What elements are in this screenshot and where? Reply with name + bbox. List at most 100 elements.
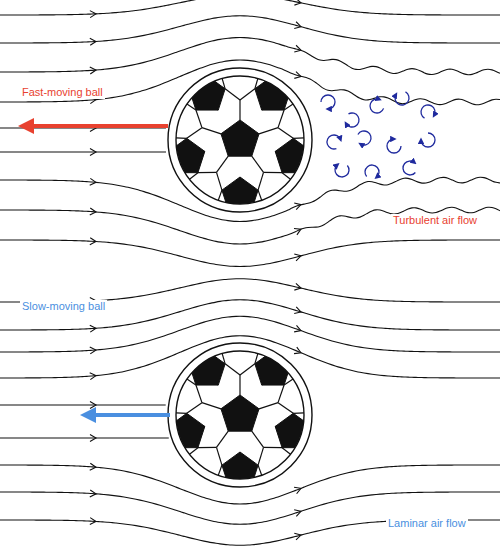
- panel-seam: [240, 364, 255, 375]
- eddy-arrow: [400, 158, 420, 178]
- streamline: [0, 151, 166, 152]
- panel-seam: [278, 128, 293, 139]
- black-panel: [275, 138, 311, 172]
- flow-direction-mark: [294, 226, 302, 235]
- eddy-arrow: [325, 133, 343, 151]
- flow-direction-mark: [90, 490, 96, 497]
- panel-seam: [216, 431, 228, 447]
- streamline: [0, 240, 500, 266]
- panel-seam: [170, 412, 187, 414]
- panel-seam: [278, 110, 284, 128]
- streamline: [0, 0, 500, 15]
- soccer-ball: [168, 68, 312, 212]
- flow-direction-mark: [90, 238, 96, 245]
- eddy-arrow: [368, 97, 386, 115]
- panel-seam: [198, 447, 217, 449]
- flow-direction-mark: [294, 485, 302, 494]
- flow-direction-mark: [294, 0, 301, 6]
- streamline: [0, 207, 500, 244]
- panel-seam: [258, 465, 264, 481]
- panel-seam: [282, 448, 295, 458]
- black-panel: [189, 351, 225, 385]
- turbulent-eddies: [321, 88, 438, 181]
- flow-direction-mark: [90, 10, 96, 17]
- panel-seam: [202, 128, 221, 134]
- panel-seam: [282, 173, 295, 183]
- streamline: [0, 437, 169, 438]
- panel-seam: [264, 172, 283, 174]
- ball-ring: [168, 343, 312, 487]
- black-panel: [222, 452, 258, 486]
- panel-seam: [225, 364, 240, 375]
- eddy-arrow: [362, 162, 382, 182]
- flow-direction-mark: [294, 252, 302, 260]
- panel-seam: [239, 100, 240, 120]
- flow-label: Laminar air flow: [386, 517, 468, 530]
- motion-arrow: [26, 124, 168, 128]
- black-panel: [221, 395, 259, 431]
- ball-panels: [169, 348, 312, 487]
- flow-direction-mark: [90, 372, 97, 380]
- panel-seam: [170, 137, 187, 139]
- panel-seam: [216, 172, 221, 190]
- panel-seam: [198, 172, 217, 174]
- flow-direction-mark: [90, 518, 96, 525]
- motion-label: Fast-moving ball: [20, 86, 105, 99]
- panel-seam: [259, 128, 278, 134]
- black-panel: [255, 76, 291, 110]
- motion-label: Slow-moving ball: [20, 300, 107, 313]
- panel-seam: [293, 137, 310, 139]
- streamline: [0, 300, 500, 330]
- black-panel: [255, 351, 291, 385]
- flow-direction-mark: [90, 38, 96, 45]
- panel-seam: [258, 190, 264, 206]
- eddy-arrow: [321, 95, 335, 109]
- flow-direction-mark: [294, 307, 302, 315]
- panel-seam: [258, 172, 263, 190]
- flow-direction-mark: [294, 325, 302, 334]
- black-panel: [189, 76, 225, 110]
- flow-direction-mark: [90, 463, 97, 470]
- panel-seam: [216, 156, 228, 172]
- flow-direction-mark: [90, 149, 96, 156]
- black-panel: [222, 177, 258, 211]
- soccer-ball: [168, 343, 312, 487]
- panel-seam: [196, 385, 202, 403]
- flow-direction-mark: [90, 178, 97, 185]
- panel-seam: [252, 156, 264, 172]
- flow-direction-mark: [90, 435, 96, 442]
- flow-direction-mark: [294, 347, 302, 356]
- panel-seam: [196, 110, 202, 128]
- panel-seam: [240, 89, 255, 100]
- black-panel: [275, 413, 311, 447]
- eddy-arrow: [342, 110, 361, 129]
- flow-direction-mark: [90, 325, 96, 332]
- panel-seam: [187, 128, 202, 139]
- motion-arrow: [88, 413, 170, 417]
- black-panel: [169, 413, 205, 447]
- flow-direction-mark: [90, 67, 96, 74]
- panel-seam: [278, 403, 293, 414]
- eddy-arrow: [387, 139, 401, 153]
- panel-seam: [258, 447, 263, 465]
- panel-seam: [259, 403, 278, 409]
- panel-seam: [225, 89, 240, 100]
- streamline: [0, 16, 500, 43]
- panel-seam: [216, 447, 221, 465]
- panel-seam: [216, 465, 222, 481]
- eddy-arrow: [332, 160, 352, 180]
- flow-direction-mark: [294, 532, 302, 540]
- panel-seam: [239, 375, 240, 395]
- flow-direction-mark: [294, 283, 301, 291]
- panel-seam: [264, 447, 283, 449]
- panel-seam: [278, 385, 284, 403]
- flow-direction-mark: [90, 346, 97, 353]
- flow-label: Turbulent air flow: [391, 214, 479, 227]
- eddy-arrow: [392, 88, 411, 107]
- streamline: [0, 279, 500, 302]
- flow-direction-mark: [294, 508, 302, 517]
- flow-direction-mark: [294, 201, 302, 209]
- flow-direction-mark: [294, 45, 302, 53]
